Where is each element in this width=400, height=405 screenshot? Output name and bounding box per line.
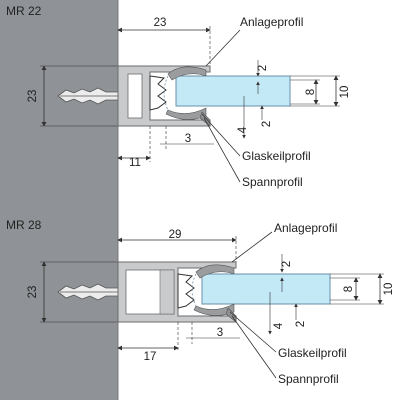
anlage-profile-mr28 xyxy=(117,261,237,323)
title-mr28: MR 28 xyxy=(6,218,42,232)
label-glaskeil-mr28: Glaskeilprofil xyxy=(278,346,347,360)
dim-gap2-mr22: 3 xyxy=(185,133,191,145)
dim-height-mr28: 23 xyxy=(27,286,39,299)
dim-glass-10-mr28: 10 xyxy=(383,283,395,296)
dim-2-lower-mr22: 2 xyxy=(261,121,273,127)
label-anlage-mr22: Anlageprofil xyxy=(240,15,303,29)
dim-glass-8-mr28: 8 xyxy=(343,286,355,292)
dim-glass-10-mr22: 10 xyxy=(339,86,351,99)
glass-pane-mr28 xyxy=(201,273,331,305)
dim-glass-8-mr22: 8 xyxy=(305,89,317,95)
dim-width-mr28: 29 xyxy=(169,229,182,241)
spann-profile-mr28 xyxy=(191,264,237,323)
dim-4-mr28: 4 xyxy=(273,322,285,329)
detail-mr28: MR 28 23 xyxy=(6,218,395,386)
glaskeil-profile-mr28 xyxy=(177,273,195,309)
label-spann-mr22: Spannprofil xyxy=(242,175,303,189)
dim-gap2-mr28: 3 xyxy=(217,327,223,339)
detail-mr22: MR 22 23 2 xyxy=(6,4,351,189)
dim-2-upper-mr28: 2 xyxy=(281,261,293,267)
dim-height-mr22: 23 xyxy=(27,90,39,103)
dim-gap-mr28: 17 xyxy=(144,351,157,363)
label-spann-mr28: Spannprofil xyxy=(278,372,339,386)
label-anlage-mr28: Anlageprofil xyxy=(274,221,337,235)
dim-gap-mr22: 11 xyxy=(129,157,141,169)
glaskeil-profile-mr22 xyxy=(149,75,167,111)
glass-pane-mr22 xyxy=(175,75,291,107)
dim-4-mr22: 4 xyxy=(237,126,249,133)
dim-width-mr22: 23 xyxy=(154,17,167,29)
wall xyxy=(0,0,118,400)
dim-2-upper-mr22: 2 xyxy=(257,65,269,71)
dim-2-lower-mr28: 2 xyxy=(295,321,307,327)
anlage-profile-mr22 xyxy=(117,65,211,127)
label-glaskeil-mr22: Glaskeilprofil xyxy=(242,149,311,163)
title-mr22: MR 22 xyxy=(6,4,42,18)
